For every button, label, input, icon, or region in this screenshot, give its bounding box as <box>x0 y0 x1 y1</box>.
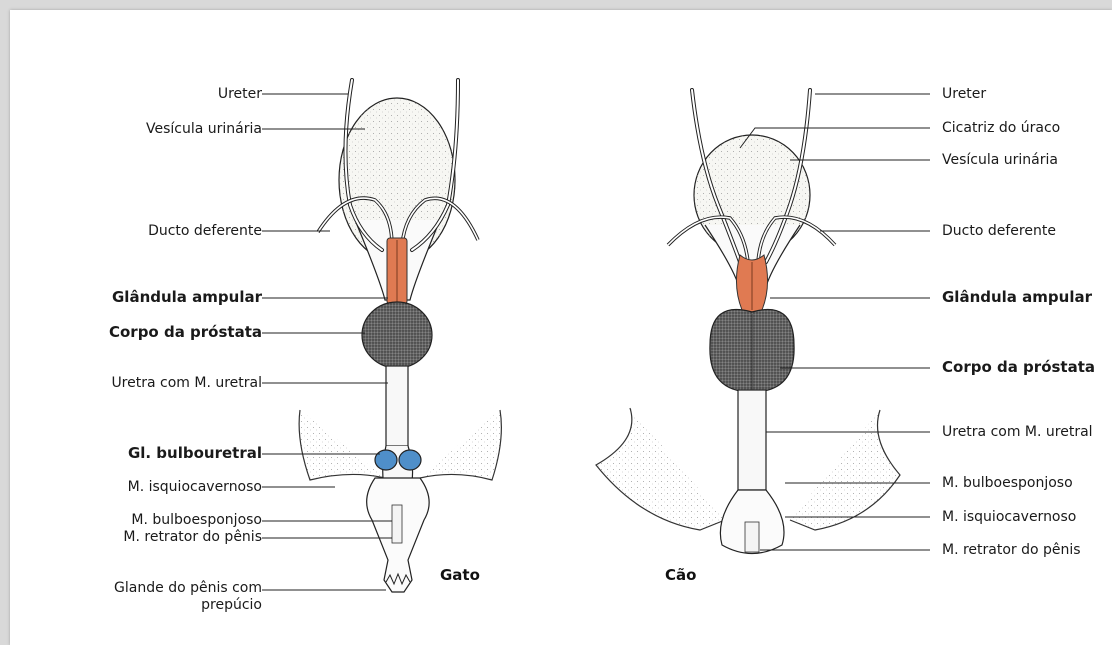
cat-urethra <box>386 366 408 446</box>
cat-label-urethra: Uretra com M. uretral <box>111 375 262 391</box>
cat-label-retractor: M. retrator do pênis <box>123 529 262 545</box>
cat-label-ischiocavernosus: M. isquiocavernoso <box>128 479 262 495</box>
cat-label-ductus: Ducto deferente <box>148 223 262 239</box>
dog-label-bladder: Vesícula urinária <box>942 152 1058 168</box>
cat-label-glans-line2: prepúcio <box>201 597 262 613</box>
cat-label-bulbospongiosus: M. bulboesponjoso <box>131 512 262 528</box>
cat-label-prostate: Corpo da próstata <box>109 324 262 340</box>
cat-bulbourethral-right <box>399 450 421 470</box>
dog-species-label: Cão <box>665 566 696 584</box>
dog-label-bulbospongiosus: M. bulboesponjoso <box>942 475 1073 491</box>
dog-label-prostate: Corpo da próstata <box>942 359 1095 375</box>
dog-label-retractor: M. retrator do pênis <box>942 542 1081 558</box>
cat-species-label: Gato <box>440 566 480 584</box>
cat-label-ureter: Ureter <box>218 86 262 102</box>
cat-label-bladder: Vesícula urinária <box>146 121 262 137</box>
cat-label-bulbourethral: Gl. bulbouretral <box>128 445 262 461</box>
dog-label-ductus: Ducto deferente <box>942 223 1056 239</box>
dog-label-ampullary: Glândula ampular <box>942 289 1092 305</box>
cat-anatomy <box>299 80 501 592</box>
dog-urethra <box>738 390 766 490</box>
dog-label-ureter: Ureter <box>942 86 986 102</box>
cat-label-ampullary: Glândula ampular <box>112 289 262 305</box>
cat-bulbourethral-left <box>375 450 397 470</box>
dog-label-urachus: Cicatriz do úraco <box>942 120 1060 136</box>
dog-label-urethra: Uretra com M. uretral <box>942 424 1093 440</box>
cat-label-glans-line1: Glande do pênis com <box>114 580 262 596</box>
cat-prostate <box>362 302 432 368</box>
dog-label-ischiocavernosus: M. isquiocavernoso <box>942 509 1076 525</box>
